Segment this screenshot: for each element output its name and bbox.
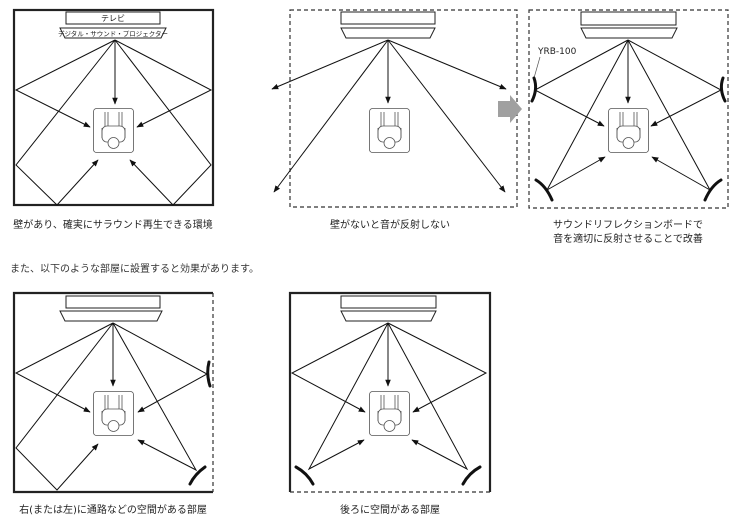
tv-label: テレビ (101, 14, 125, 23)
tv (65, 295, 161, 309)
board-label: YRB-100 (537, 47, 577, 57)
diagram-walls-present: テレビ デジタル・サウンド・プロジェクター 壁があり、確実にサラウンド再生できる… (12, 8, 215, 231)
projector (59, 27, 167, 39)
reflection-board-right (206, 360, 212, 388)
reflection-board-rear-left (534, 178, 554, 202)
sound-rays (533, 39, 723, 192)
reflection-board-rear-left (294, 465, 315, 486)
reflection-board-rear-right (461, 465, 482, 486)
arrow-right-icon (498, 95, 522, 123)
listener (94, 392, 134, 436)
diagram-side-opening: 右(または左)に通路などの空間がある部屋 (12, 291, 214, 516)
open-room (528, 9, 729, 209)
reflection-board-rear-right (703, 178, 723, 202)
projector (59, 310, 163, 322)
caption-line1: サウンドリフレクションボードで (553, 219, 703, 231)
caption: 壁があり、確実にサラウンド再生できる環境 (13, 218, 212, 231)
projector (340, 27, 436, 39)
listener (94, 109, 134, 153)
diagram-no-walls: 壁がないと音が反射しない (271, 9, 518, 231)
note-text: また、以下のような部屋に設置すると効果があります。 (10, 262, 259, 275)
reflection-board-right (719, 76, 727, 103)
sound-rays (271, 39, 507, 193)
caption: 右(または左)に通路などの空間がある部屋 (19, 503, 207, 516)
listener (609, 109, 649, 153)
projector (580, 27, 678, 39)
tv (65, 11, 161, 25)
room-walls (12, 8, 215, 207)
caption: 後ろに空間がある部屋 (340, 503, 440, 516)
tv (340, 11, 436, 25)
room-walls (12, 291, 213, 494)
sound-rays (290, 322, 488, 471)
listener (370, 392, 410, 436)
listener (370, 109, 410, 153)
sound-rays (14, 39, 213, 206)
room-walls (288, 291, 492, 492)
leader-line (533, 56, 541, 79)
diagram-rear-opening: 後ろに空間がある部屋 (288, 291, 492, 516)
projector-label: デジタル・サウンド・プロジェクター (58, 29, 168, 38)
diagram-with-reflection-boards: YRB-100 サウンドリフレクションボードで 音を適切に反射させることで改善 (528, 9, 729, 245)
tv (580, 11, 677, 26)
tv (340, 295, 437, 309)
reflection-board-rear-right (188, 465, 207, 486)
caption: 壁がないと音が反射しない (330, 218, 450, 231)
sound-rays (14, 322, 209, 491)
caption-line2: 音を適切に反射させることで改善 (553, 232, 703, 245)
projector (340, 310, 437, 322)
